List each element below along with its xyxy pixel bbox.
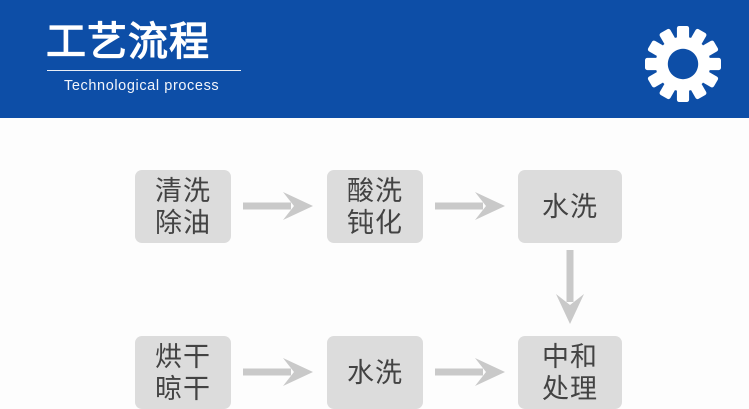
node-line: 钝化: [347, 207, 403, 238]
node-line: 水洗: [347, 357, 403, 388]
node-line: 晾干: [155, 373, 211, 404]
title-divider: [47, 70, 241, 71]
process-node-rinse-2: 水洗: [327, 336, 423, 409]
arrow-down-icon: [552, 250, 588, 328]
gear-icon: [645, 26, 721, 102]
node-line: 除油: [155, 207, 211, 238]
page-title: 工艺流程: [46, 20, 210, 64]
arrow-right-icon: [243, 355, 317, 389]
page-subtitle: Technological process: [64, 78, 220, 94]
node-line: 中和: [542, 341, 598, 372]
process-node-pickling: 酸洗 钝化: [327, 170, 423, 243]
process-node-clean: 清洗 除油: [135, 170, 231, 243]
arrow-right-icon: [243, 189, 317, 223]
arrow-right-icon: [435, 355, 509, 389]
process-node-rinse-1: 水洗: [518, 170, 622, 243]
process-node-drying: 烘干 晾干: [135, 336, 231, 409]
node-line: 清洗: [155, 175, 211, 206]
node-line: 水洗: [542, 191, 598, 222]
header-title-block: 工艺流程 Technological process: [46, 18, 246, 97]
process-node-neutralization: 中和 处理: [518, 336, 622, 409]
process-flow-diagram: 清洗 除油 酸洗 钝化 水洗: [0, 118, 749, 409]
node-line: 烘干: [155, 341, 211, 372]
page-header: 工艺流程 Technological process: [0, 0, 749, 118]
node-line: 酸洗: [347, 175, 403, 206]
arrow-right-icon: [435, 189, 509, 223]
node-line: 处理: [542, 373, 598, 404]
